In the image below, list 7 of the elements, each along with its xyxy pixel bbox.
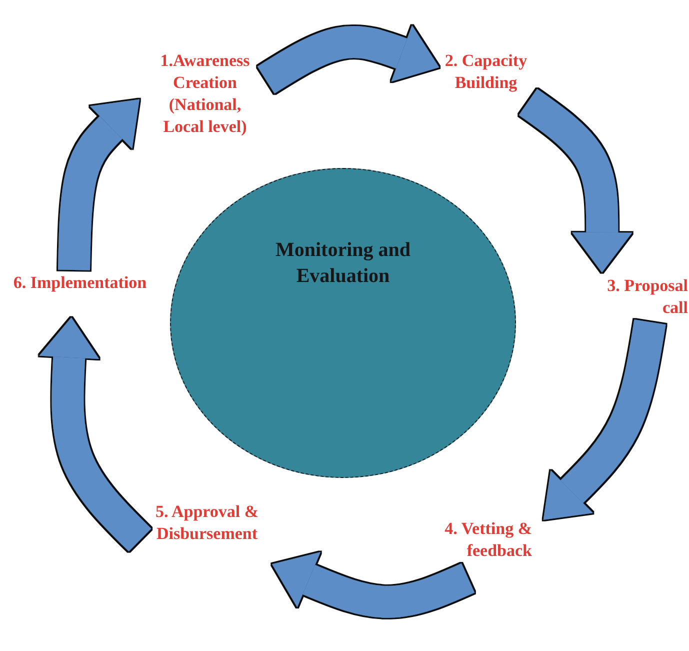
step-label: 5. Approval & Disbursement — [154, 501, 260, 545]
step-label: 4. Vetting & feedback — [444, 518, 532, 562]
hub-title: Monitoring and Evaluation — [274, 238, 412, 289]
step-label: 2. Capacity Building — [444, 50, 528, 94]
step-label: 1.Awareness Creation (National, Local level) — [159, 50, 251, 138]
step-label: 3. Proposal call — [606, 275, 688, 319]
step-label: 6. Implementation — [12, 272, 148, 294]
